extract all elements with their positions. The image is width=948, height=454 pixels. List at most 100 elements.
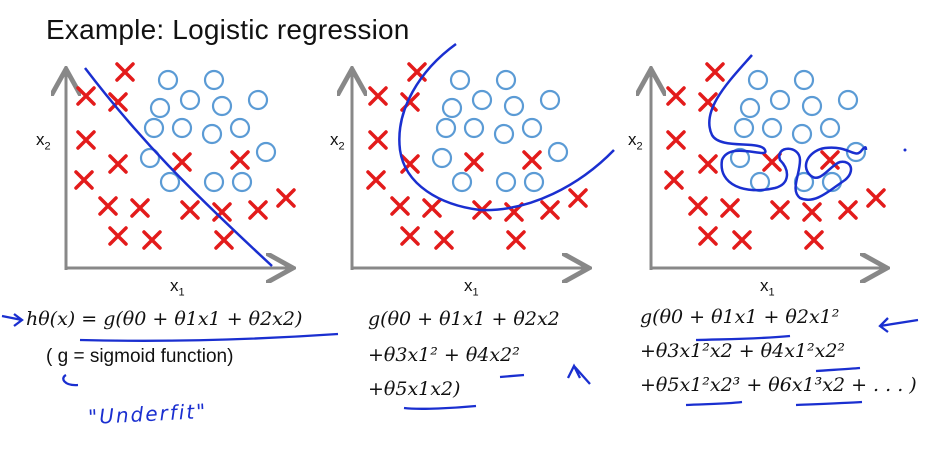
cross-marker bbox=[506, 230, 526, 250]
plot-3-xlabel: x1 bbox=[760, 276, 775, 299]
underline-right-4 bbox=[795, 400, 863, 407]
cross-marker bbox=[276, 188, 296, 208]
cross-marker bbox=[368, 86, 388, 106]
cross-marker bbox=[698, 154, 718, 174]
plot-1-ylabel: x2 bbox=[36, 130, 51, 153]
circle-marker bbox=[201, 123, 223, 145]
cross-marker bbox=[866, 188, 886, 208]
cross-marker bbox=[368, 130, 388, 150]
circle-marker bbox=[539, 89, 561, 111]
circle-marker bbox=[451, 171, 473, 193]
cross-marker bbox=[115, 62, 135, 82]
cross-marker bbox=[698, 226, 718, 246]
cross-marker bbox=[666, 130, 686, 150]
cross-marker bbox=[108, 226, 128, 246]
circle-marker bbox=[203, 69, 225, 91]
circle-marker bbox=[211, 95, 233, 117]
circle-marker bbox=[495, 69, 517, 91]
cross-marker bbox=[762, 152, 782, 172]
arrow-up-middle bbox=[566, 363, 591, 385]
circle-marker bbox=[837, 89, 859, 111]
decision-boundary-linear bbox=[84, 67, 273, 267]
circle-marker bbox=[493, 123, 515, 145]
cross-marker bbox=[74, 170, 94, 190]
cross-marker bbox=[688, 196, 708, 216]
cross-marker bbox=[214, 230, 234, 250]
circle-marker bbox=[845, 141, 867, 163]
cross-marker bbox=[142, 230, 162, 250]
cross-marker bbox=[172, 152, 192, 172]
underline-right-1 bbox=[695, 334, 791, 342]
circle-marker bbox=[495, 171, 517, 193]
plot-1-xlabel: x1 bbox=[170, 276, 185, 299]
circle-marker bbox=[761, 117, 783, 139]
plot-3-ylabel: x2 bbox=[628, 130, 643, 153]
formula-middle-line2: +θ3x1² + θ4x2² bbox=[368, 344, 520, 366]
plot-2-axes bbox=[352, 72, 586, 270]
arrow-to-left-formula bbox=[1, 313, 24, 327]
circle-marker bbox=[149, 97, 171, 119]
formula-sigmoid-note: ( g = sigmoid function) bbox=[46, 346, 234, 367]
circle-marker bbox=[547, 141, 569, 163]
cross-marker bbox=[422, 198, 442, 218]
cross-marker bbox=[540, 200, 560, 220]
cross-marker bbox=[664, 170, 684, 190]
underline-right-3 bbox=[685, 400, 743, 407]
cross-marker bbox=[666, 86, 686, 106]
cross-marker bbox=[705, 62, 725, 82]
formula-hypothesis: hθ(x) = g(θ0 + θ1x1 + θ2x2) bbox=[26, 308, 303, 330]
cross-marker bbox=[76, 86, 96, 106]
circle-marker bbox=[749, 171, 771, 193]
cross-marker bbox=[390, 196, 410, 216]
circle-marker bbox=[729, 147, 751, 169]
cross-marker bbox=[230, 150, 250, 170]
circle-marker bbox=[503, 95, 525, 117]
circle-marker bbox=[203, 171, 225, 193]
circle-marker bbox=[801, 95, 823, 117]
arrow-under-g bbox=[62, 373, 79, 387]
cross-marker bbox=[400, 154, 420, 174]
cross-marker bbox=[522, 150, 542, 170]
circle-marker bbox=[231, 171, 253, 193]
cross-marker bbox=[804, 230, 824, 250]
circle-marker bbox=[157, 69, 179, 91]
decision-boundary-quadratic bbox=[398, 42, 615, 212]
circle-marker bbox=[471, 89, 493, 111]
circle-marker bbox=[793, 69, 815, 91]
circle-marker bbox=[739, 97, 761, 119]
circle-marker bbox=[143, 117, 165, 139]
circle-marker bbox=[769, 89, 791, 111]
circle-marker bbox=[449, 69, 471, 91]
circle-marker bbox=[819, 117, 841, 139]
circle-marker bbox=[523, 171, 545, 193]
cross-marker bbox=[248, 200, 268, 220]
cross-marker bbox=[130, 198, 150, 218]
formula-middle-line1: g(θ0 + θ1x1 + θ2x2 bbox=[368, 308, 560, 330]
cross-marker bbox=[76, 130, 96, 150]
circle-marker bbox=[441, 97, 463, 119]
cross-marker bbox=[464, 152, 484, 172]
underline-left-formula bbox=[79, 332, 339, 342]
cross-marker bbox=[838, 200, 858, 220]
circle-marker bbox=[247, 89, 269, 111]
cross-marker bbox=[732, 230, 752, 250]
cross-marker bbox=[720, 198, 740, 218]
circle-marker bbox=[463, 117, 485, 139]
circle-marker bbox=[435, 117, 457, 139]
circle-marker bbox=[255, 141, 277, 163]
decision-boundary-complex bbox=[708, 54, 868, 201]
cross-marker bbox=[434, 230, 454, 250]
underline-x1x2 bbox=[403, 404, 477, 410]
cross-marker bbox=[180, 200, 200, 220]
circle-marker bbox=[747, 69, 769, 91]
circle-marker bbox=[791, 123, 813, 145]
circle-marker bbox=[171, 117, 193, 139]
arrow-to-right-formula bbox=[878, 317, 919, 333]
circle-marker bbox=[139, 147, 161, 169]
cross-marker bbox=[212, 202, 232, 222]
cross-marker bbox=[400, 226, 420, 246]
circle-marker bbox=[179, 89, 201, 111]
formula-middle-line3: +θ5x1x2) bbox=[368, 378, 461, 400]
underline-right-2 bbox=[815, 366, 861, 373]
cross-marker bbox=[366, 170, 386, 190]
